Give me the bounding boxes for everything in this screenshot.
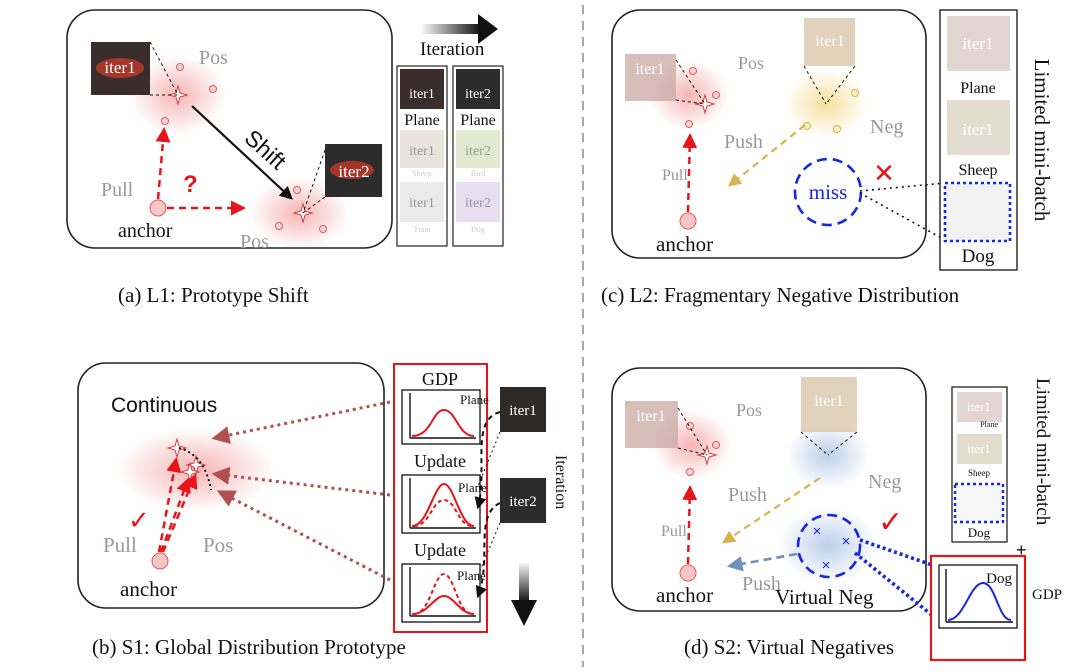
panel-a: iter1 iter2 Shift ? Pos Pos Pull anchor … [66, 9, 504, 253]
svg-text:iter1: iter1 [409, 87, 435, 102]
virtual-neg-label: Virtual Neg [775, 585, 874, 609]
svg-text:Plane: Plane [457, 568, 486, 583]
panel-d: iter1 iter1 Pos Neg Push Pull anchor × ×… [611, 367, 1062, 662]
batch-item-sheep: Sheep [958, 162, 997, 179]
missing-dog-slot [943, 181, 1012, 243]
shift-arrow [191, 105, 293, 200]
iter2-photo [500, 478, 546, 523]
pull-arrow [682, 133, 698, 213]
panel-c: iter1 iter1 Pos Neg Push Pull anchor mis… [611, 9, 1054, 271]
update-label-2: Update [414, 540, 466, 560]
iteration-vertical-label: Iteration [552, 455, 569, 509]
pos-label-top: Pos [199, 47, 228, 69]
anchor-point [679, 212, 697, 230]
gdp-label: GDP [422, 369, 458, 389]
neg-label: Neg [870, 116, 903, 138]
mini-batch-title: Limited mini-batch [1030, 59, 1054, 222]
update-label-1: Update [414, 451, 466, 471]
svg-text:iter1: iter1 [409, 196, 435, 211]
svg-text:×: × [813, 523, 822, 540]
push-arrow-lower [726, 552, 798, 572]
batch-item-dog: Dog [962, 246, 995, 267]
pull-label: Pull [103, 533, 137, 557]
svg-text:iter1: iter1 [967, 441, 991, 456]
svg-text:Dog: Dog [968, 525, 991, 540]
anchor-label: anchor [656, 583, 713, 607]
svg-text:iter1: iter1 [509, 403, 537, 419]
pull-label: Pull [101, 179, 134, 201]
svg-text:iter1: iter1 [409, 144, 435, 159]
svg-text:Plane: Plane [460, 112, 496, 129]
push-label: Push [724, 131, 763, 153]
pull-label: Pull [661, 523, 687, 540]
push-label-upper: Push [728, 484, 767, 506]
push-label-lower: Push [742, 573, 781, 595]
caption-b: (b) S1: Global Distribution Prototype [92, 635, 406, 659]
anchor-label: anchor [118, 220, 173, 242]
svg-text:iter2: iter2 [465, 87, 491, 102]
dog-label: Dog [986, 571, 1012, 587]
anchor-point [679, 564, 697, 582]
neg-label: Neg [868, 471, 901, 493]
check-mark: ✓ [878, 506, 903, 539]
caption-d: (d) S2: Virtual Negatives [684, 635, 895, 659]
pos-label-bottom: Pos [240, 231, 269, 253]
svg-text:Sheep: Sheep [412, 169, 432, 178]
batch-item-plane: Plane [960, 80, 996, 97]
item-plane: Plane [404, 112, 440, 129]
svg-text:×: × [822, 557, 831, 574]
caption-a: (a) L1: Prototype Shift [118, 283, 309, 307]
caption-c: (c) L2: Fragmentary Negative Distributio… [601, 283, 960, 307]
continuous-label: Continuous [111, 394, 217, 417]
pos-label: Pos [203, 533, 233, 557]
svg-text:iter1: iter1 [962, 120, 993, 139]
cross-mark: ✕ [873, 158, 895, 188]
svg-text:iter1: iter1 [815, 33, 844, 50]
svg-text:Sheep: Sheep [968, 468, 990, 478]
svg-text:iter2: iter2 [465, 196, 491, 211]
svg-text:×: × [842, 533, 851, 550]
panel-b: Continuous ✓ Pull Pos anchor GDP Plane U… [77, 362, 569, 633]
iter1-photo [500, 387, 546, 432]
pos-label: Pos [738, 53, 764, 73]
iteration-label: Iteration [420, 39, 485, 60]
svg-text:iter1: iter1 [962, 34, 993, 53]
check-mark: ✓ [128, 505, 150, 535]
miss-label: miss [809, 180, 848, 204]
pos-label: Pos [736, 400, 762, 420]
svg-text:iter1: iter1 [635, 61, 664, 78]
iter1-tag: iter1 [104, 58, 135, 77]
svg-text:iter1: iter1 [636, 408, 665, 425]
svg-text:Dog: Dog [471, 225, 485, 234]
miss-circle [793, 157, 863, 227]
anchor-point [151, 552, 169, 570]
pull-label: Pull [662, 167, 688, 184]
svg-text:iter1: iter1 [814, 393, 843, 410]
anchor-point [149, 199, 167, 217]
svg-text:Plane: Plane [458, 480, 487, 495]
question-mark: ? [183, 171, 198, 198]
mini-batch-title: Limited mini-batch [1032, 378, 1053, 526]
plus-sign: + [1016, 540, 1027, 560]
svg-text:Plane: Plane [980, 420, 998, 429]
svg-text:Plane: Plane [460, 392, 489, 407]
svg-text:Train: Train [413, 225, 430, 234]
svg-text:iter2: iter2 [465, 144, 491, 159]
anchor-label: anchor [120, 577, 177, 601]
push-arrow [727, 124, 806, 187]
svg-text:iter1: iter1 [967, 399, 991, 414]
virtual-neg-circle [796, 513, 862, 579]
iter2-tag: iter2 [338, 162, 369, 181]
gdp-label: GDP [1032, 587, 1062, 603]
anchor-label: anchor [656, 232, 713, 256]
svg-text:Bird: Bird [471, 169, 485, 178]
svg-text:iter2: iter2 [509, 494, 537, 510]
